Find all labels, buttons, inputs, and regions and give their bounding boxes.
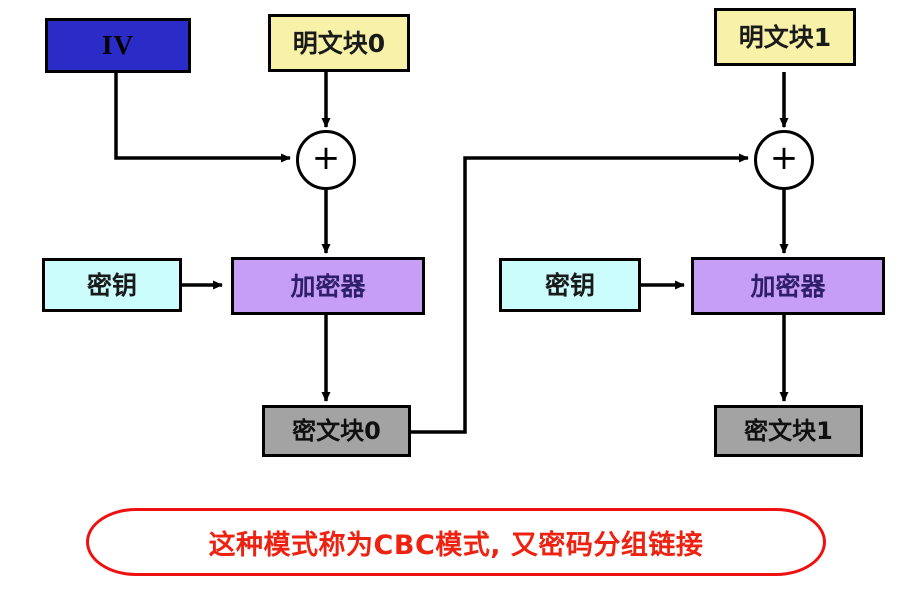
plaintext-block-1-label: 明文块1: [738, 22, 832, 52]
edge-iv-to-xor0: [114, 73, 291, 163]
key-box-0[interactable]: 密钥: [42, 258, 182, 312]
encryptor-box-1-label: 加密器: [750, 271, 826, 301]
caption-capsule: 这种模式称为CBC模式, 又密码分组链接: [86, 508, 826, 576]
ciphertext-block-0-box[interactable]: 密文块0: [262, 405, 411, 457]
ciphertext-block-1-label: 密文块1: [744, 417, 833, 445]
iv-box[interactable]: IV: [45, 18, 191, 73]
caption-text: 这种模式称为CBC模式, 又密码分组链接: [208, 529, 704, 561]
xor-gate-0-label: +: [311, 138, 341, 178]
xor-gate-1[interactable]: +: [754, 130, 814, 190]
key-box-0-label: 密钥: [86, 270, 137, 300]
plaintext-block-1-box[interactable]: 明文块1: [714, 8, 856, 66]
key-box-1-label: 密钥: [544, 270, 595, 300]
encryptor-box-1[interactable]: 加密器: [691, 257, 885, 315]
plaintext-block-0-label: 明文块0: [292, 28, 386, 58]
ciphertext-block-1-box[interactable]: 密文块1: [714, 405, 863, 457]
plaintext-block-0-box[interactable]: 明文块0: [268, 14, 410, 72]
encryptor-box-0[interactable]: 加密器: [231, 257, 425, 315]
ciphertext-block-0-label: 密文块0: [292, 417, 381, 445]
encryptor-box-0-label: 加密器: [290, 271, 366, 301]
key-box-1[interactable]: 密钥: [499, 258, 641, 312]
iv-label: IV: [101, 30, 134, 60]
xor-gate-0[interactable]: +: [296, 130, 356, 190]
xor-gate-1-label: +: [769, 138, 799, 178]
